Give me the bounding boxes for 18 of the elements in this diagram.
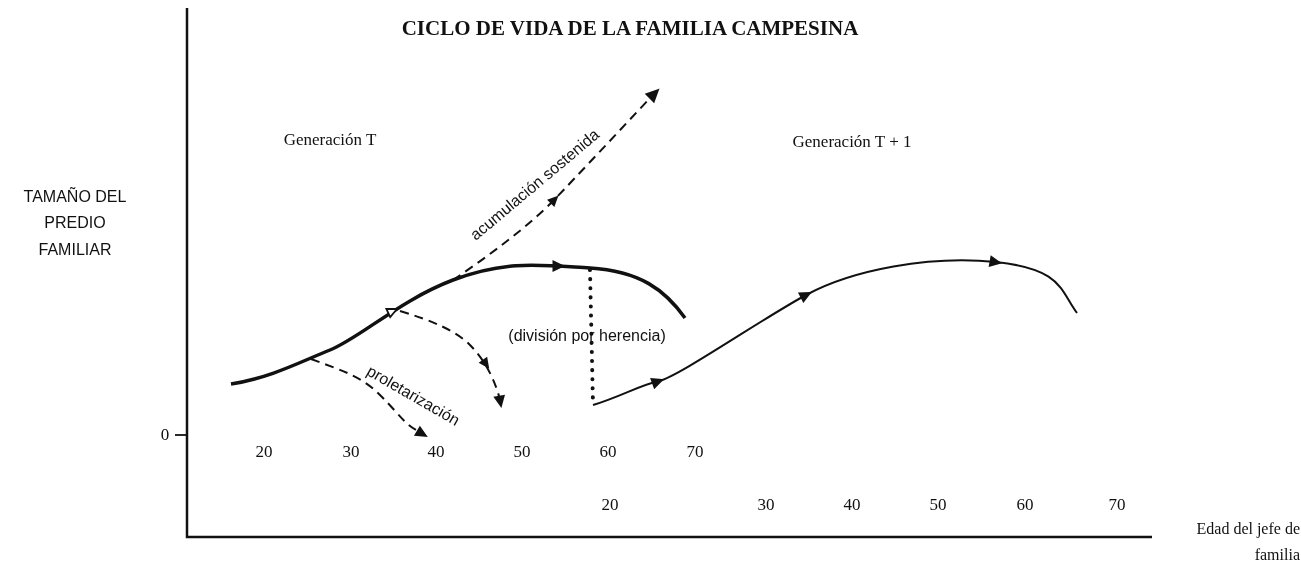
axis-tick-label: 0 bbox=[160, 425, 170, 445]
axis-tick-label: 70 bbox=[1108, 495, 1126, 515]
axis-tick-label: 60 bbox=[1016, 495, 1034, 515]
axis-tick-label: 70 bbox=[686, 442, 704, 462]
axis-tick-label: 30 bbox=[757, 495, 775, 515]
axis-title: TAMAÑO DEL PREDIO FAMILIAR bbox=[22, 186, 128, 261]
axis-tick-label: 20 bbox=[255, 442, 273, 462]
axis-title: Edad del jefe de familia bbox=[1195, 519, 1300, 565]
axis-tick-label: 60 bbox=[599, 442, 617, 462]
generation-label: Generación T bbox=[283, 130, 377, 150]
axis-tick-label: 20 bbox=[601, 495, 619, 515]
axis-tick-label: 50 bbox=[513, 442, 531, 462]
axis-tick-label: 30 bbox=[342, 442, 360, 462]
axis-tick-label: 40 bbox=[427, 442, 445, 462]
axis-tick-label: 40 bbox=[843, 495, 861, 515]
chart-title: CICLO DE VIDA DE LA FAMILIA CAMPESINA bbox=[401, 15, 859, 41]
generation-label: Generación T + 1 bbox=[792, 132, 912, 152]
axis-tick-label: 50 bbox=[929, 495, 947, 515]
